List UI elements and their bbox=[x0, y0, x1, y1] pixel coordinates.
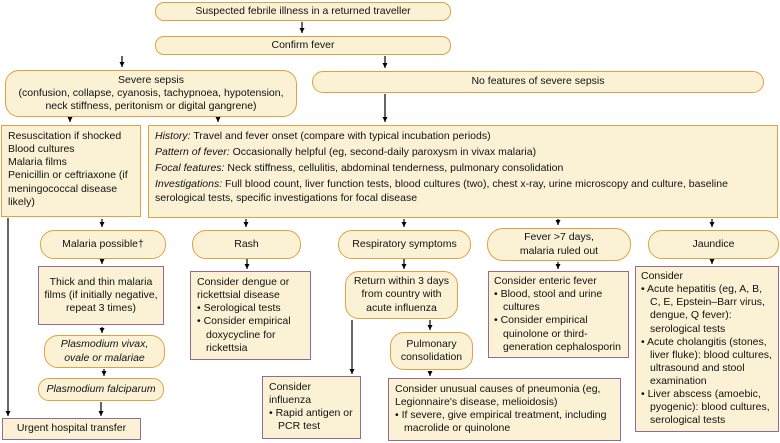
node-title: Consider unusual causes of pneumonia (eg… bbox=[395, 383, 601, 409]
node-jaundice-workup: Consider • Acute hepatitis (eg, A, B, C,… bbox=[635, 266, 779, 432]
node-confirm-fever: Confirm fever bbox=[155, 36, 451, 55]
node-plasmodium-vivax: Plasmodium vivax, ovale or malariae bbox=[44, 335, 165, 368]
node-title: Consider bbox=[641, 270, 684, 282]
node-enteric-fever: Consider enteric fever • Blood, stool an… bbox=[488, 271, 629, 358]
node-title: Consider dengue or rickettsial disease bbox=[197, 276, 290, 302]
node-fever-over-7-days: Fever >7 days, malaria ruled out bbox=[487, 228, 631, 261]
node-return-within-3-days: Return within 3 days from country with a… bbox=[345, 271, 458, 319]
history-text: Neck stiffness, cellulitis, abdominal te… bbox=[227, 162, 564, 175]
node-malaria-films: Thick and thin malaria films (if initial… bbox=[38, 266, 164, 325]
bullet-item: • Acute cholangitis (stones, liver fluke… bbox=[641, 335, 772, 387]
node-dengue-rickettsia: Consider dengue or rickettsial disease •… bbox=[190, 271, 311, 360]
history-lead: Focal features: bbox=[155, 162, 225, 175]
node-title: Consider enteric fever bbox=[494, 275, 597, 287]
bullet-item: • Blood, stool and urine cultures bbox=[494, 288, 603, 314]
node-no-severe-sepsis: No features of severe sepsis bbox=[312, 71, 764, 93]
history-text: Occasionally helpful (eg, second-daily p… bbox=[232, 146, 537, 159]
node-pulmonary-consolidation: Pulmonary consolidation bbox=[390, 332, 473, 370]
history-lead: Pattern of fever: bbox=[155, 146, 230, 159]
history-item: Focal features: Neck stiffness, cellulit… bbox=[155, 162, 771, 175]
bullet-item: • Consider empirical quinolone or third-… bbox=[494, 314, 621, 353]
node-rash: Rash bbox=[192, 230, 301, 259]
node-respiratory-symptoms: Respiratory symptoms bbox=[338, 230, 471, 259]
node-unusual-pneumonia: Consider unusual causes of pneumonia (eg… bbox=[388, 378, 621, 441]
history-text: Full blood count, liver function tests, … bbox=[155, 178, 728, 204]
node-consider-influenza: Consider influenza • Rapid antigen or PC… bbox=[262, 376, 361, 439]
node-history-investigations: History: Travel and fever onset (compare… bbox=[148, 125, 778, 218]
resuscitation-line: Blood cultures bbox=[8, 143, 75, 156]
node-jaundice: Jaundice bbox=[648, 230, 779, 259]
node-urgent-hospital-transfer: Urgent hospital transfer bbox=[2, 418, 141, 440]
history-item: History: Travel and fever onset (compare… bbox=[155, 130, 771, 143]
resuscitation-line: Resuscitation if shocked bbox=[8, 130, 122, 142]
resuscitation-line: Penicillin or ceftriaxone (if meningococ… bbox=[8, 169, 128, 208]
history-lead: Investigations: bbox=[155, 178, 223, 191]
history-item: Investigations: Full blood count, liver … bbox=[155, 178, 771, 204]
bullet-item: • If severe, give empirical treatment, i… bbox=[395, 409, 607, 435]
node-severe-sepsis: Severe sepsis (confusion, collapse, cyan… bbox=[5, 70, 297, 117]
history-text: Travel and fever onset (compare with typ… bbox=[193, 130, 491, 142]
bullet-item: • Consider empirical doxycycline for ric… bbox=[197, 315, 291, 354]
node-plasmodium-falciparum: Plasmodium falciparum bbox=[38, 378, 164, 401]
bullet-item: • Rapid antigen or PCR test bbox=[269, 407, 353, 433]
history-item: Pattern of fever: Occasionally helpful (… bbox=[155, 146, 771, 159]
bullet-item: • Serological tests bbox=[197, 302, 281, 315]
node-malaria-possible: Malaria possible† bbox=[40, 230, 166, 259]
bullet-item: • Liver abscess (amoebic, pyogenic): blo… bbox=[641, 388, 770, 427]
severe-sepsis-title: Severe sepsis bbox=[118, 73, 184, 86]
bullet-item: • Acute hepatitis (eg, A, B, C, E, Epste… bbox=[641, 283, 765, 335]
node-start: Suspected febrile illness in a returned … bbox=[155, 2, 451, 21]
resuscitation-line: Malaria films bbox=[8, 156, 67, 169]
severe-sepsis-detail: (confusion, collapse, cyanosis, tachypno… bbox=[18, 86, 284, 113]
fever7-line: malaria ruled out bbox=[519, 244, 599, 257]
history-lead: History: bbox=[155, 130, 191, 142]
node-title: Consider influenza bbox=[269, 381, 312, 407]
fever7-line: Fever >7 days, bbox=[524, 231, 594, 244]
node-resuscitation: Resuscitation if shocked Blood cultures … bbox=[1, 125, 141, 217]
